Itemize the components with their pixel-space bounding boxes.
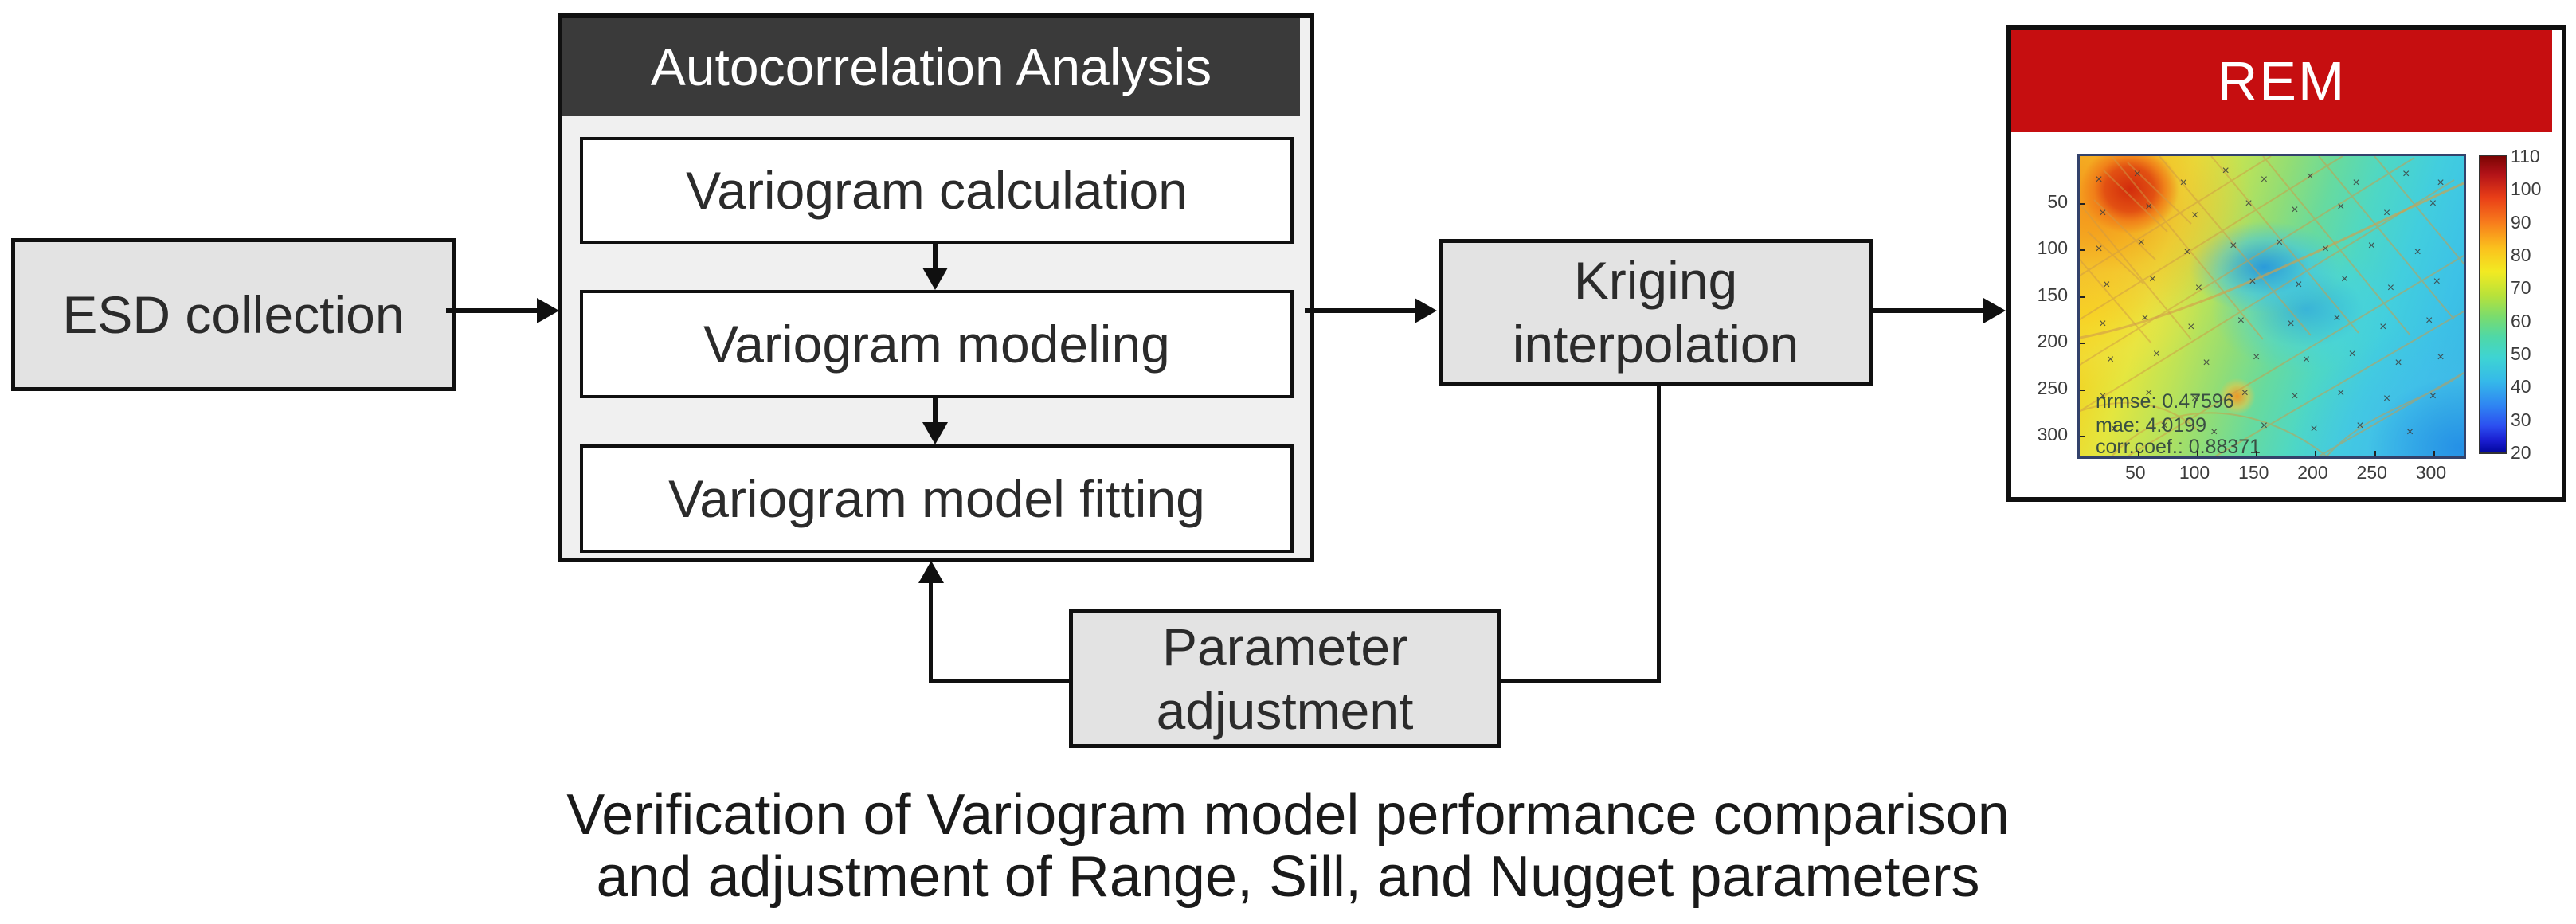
- x-tick-label: 150: [2238, 462, 2269, 483]
- arrow-esd-to-autocorr-head-icon: [537, 298, 559, 323]
- arrow-kriging-to-rem-head-icon: [1983, 298, 2006, 323]
- y-tick-mark-icon: [2080, 202, 2085, 205]
- step-variogram-calculation: Variogram calculation: [580, 137, 1294, 244]
- esd-collection-label: ESD collection: [62, 285, 405, 344]
- x-tick-mark-icon: [2197, 451, 2198, 456]
- autocorrelation-analysis-header: Autocorrelation Analysis: [562, 18, 1300, 116]
- y-tick-label: 300: [2037, 423, 2068, 444]
- arrow-esd-to-autocorr-line: [446, 308, 540, 313]
- colorbar-tick-labels: 110 100 90 80 70 60 50 40 30 20: [2511, 146, 2558, 463]
- feedback-line-from-kriging: [1657, 382, 1661, 683]
- step-variogram-calculation-label: Variogram calculation: [686, 161, 1188, 220]
- step-variogram-model-fitting: Variogram model fitting: [580, 444, 1294, 553]
- arrow-kriging-to-rem-line: [1869, 308, 1985, 313]
- arrow-step2-to-step3-line: [933, 398, 938, 424]
- x-tick-label: 50: [2124, 462, 2146, 483]
- colorbar-gradient: [2479, 155, 2507, 454]
- x-tick-label: 250: [2356, 462, 2387, 483]
- kriging-label-line2: interpolation: [1512, 315, 1799, 374]
- colorbar-tick-label: 110: [2511, 146, 2540, 166]
- rem-heatmap-plot: nrmse: 0.47596 mae: 4.0199 corr.coef.: 0…: [2077, 154, 2466, 459]
- y-tick-mark-icon: [2080, 389, 2085, 391]
- x-axis-tick-labels: 50 100 150 200 250 300: [2077, 462, 2461, 489]
- parameter-label-line2: adjustment: [1156, 681, 1414, 740]
- step-variogram-modeling-label: Variogram modeling: [703, 315, 1170, 374]
- colorbar-tick-label: 30: [2511, 409, 2531, 430]
- x-tick-mark-icon: [2137, 451, 2139, 456]
- y-tick-label: 200: [2037, 331, 2068, 352]
- caption-line-1: Verification of Variogram model performa…: [566, 783, 2010, 847]
- feedback-arrow-up-head-icon: [918, 561, 944, 583]
- parameter-label-line1: Parameter: [1161, 617, 1408, 676]
- x-tick-mark-icon: [2433, 451, 2435, 456]
- colorbar-tick-label: 40: [2511, 376, 2531, 397]
- colorbar-tick-label: 20: [2511, 442, 2531, 463]
- annotation-corr-coef: corr.coef.: 0.88371: [2096, 436, 2261, 458]
- main-road-line: [2080, 182, 2464, 339]
- y-tick-label: 100: [2037, 237, 2068, 259]
- colorbar-tick-label: 70: [2511, 277, 2531, 299]
- y-tick-mark-icon: [2080, 296, 2085, 298]
- arrow-step1-to-step2-line: [933, 244, 938, 269]
- y-tick-mark-icon: [2080, 343, 2085, 345]
- y-tick-mark-icon: [2080, 249, 2085, 252]
- annotation-nrmse: nrmse: 0.47596: [2096, 390, 2234, 413]
- rem-header: REM: [2011, 30, 2552, 132]
- colorbar-tick-label: 100: [2511, 178, 2542, 200]
- y-tick-label: 50: [2047, 190, 2068, 212]
- feedback-line-to-autocorr: [929, 583, 933, 682]
- x-tick-mark-icon: [2256, 451, 2258, 456]
- caption-line-2: and adjustment of Range, Sill, and Nugge…: [596, 845, 1980, 909]
- y-tick-label: 250: [2037, 377, 2068, 398]
- y-axis-tick-labels: 50 100 150 200 250 300: [2023, 154, 2068, 454]
- kriging-label-line1: Kriging: [1573, 251, 1738, 310]
- x-tick-label: 300: [2415, 462, 2447, 483]
- x-tick-label: 200: [2297, 462, 2328, 483]
- arrow-autocorr-to-kriging-line: [1305, 308, 1416, 313]
- colorbar-tick-label: 50: [2511, 343, 2531, 364]
- colorbar-tick-label: 80: [2511, 244, 2531, 265]
- y-tick-label: 150: [2037, 284, 2068, 305]
- step-variogram-modeling: Variogram modeling: [580, 290, 1294, 398]
- colorbar-tick-label: 60: [2511, 310, 2531, 331]
- x-tick-label: 100: [2179, 462, 2210, 483]
- colorbar-tick-label: 90: [2511, 211, 2531, 233]
- arrow-step2-to-step3-head-icon: [922, 422, 948, 444]
- arrow-autocorr-to-kriging-head-icon: [1415, 298, 1437, 323]
- y-tick-mark-icon: [2080, 435, 2085, 437]
- x-tick-mark-icon: [2374, 451, 2376, 456]
- rem-title: REM: [2217, 50, 2347, 112]
- node-esd-collection: ESD collection: [11, 238, 456, 391]
- arrow-step1-to-step2-head-icon: [922, 268, 948, 290]
- step-variogram-model-fitting-label: Variogram model fitting: [668, 469, 1205, 528]
- annotation-mae: mae: 4.0199: [2096, 414, 2206, 437]
- node-parameter-adjustment: Parameter adjustment: [1069, 609, 1501, 748]
- road-network-overlay-icon: [2080, 156, 2464, 456]
- autocorrelation-analysis-title: Autocorrelation Analysis: [650, 37, 1212, 96]
- node-kriging-interpolation: Kriging interpolation: [1439, 239, 1873, 386]
- x-tick-mark-icon: [2315, 451, 2317, 456]
